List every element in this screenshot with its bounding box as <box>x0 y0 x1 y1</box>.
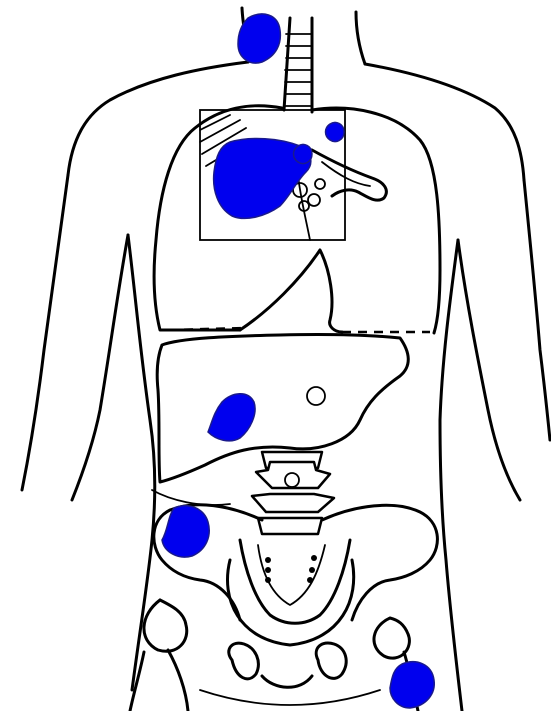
ribcage-lower-left <box>152 490 230 505</box>
right-arm-outer <box>524 180 550 440</box>
sacral-foramen <box>265 567 271 573</box>
left-arm-inner <box>72 235 128 500</box>
lesion-supraclavicular <box>238 14 280 63</box>
sacrum <box>240 540 350 623</box>
left-hip <box>144 600 187 651</box>
right-arm-inner <box>458 240 520 500</box>
lesion-aortopulmonary <box>326 122 345 141</box>
lesion-left-femoral <box>390 662 434 708</box>
right-iliac-crest <box>322 505 437 620</box>
neck-right-line <box>356 12 365 64</box>
sacral-foramen <box>309 567 315 573</box>
vertebra <box>252 494 334 512</box>
gallbladder <box>307 387 325 405</box>
trachea <box>284 18 312 112</box>
sacrum-inner <box>258 545 325 605</box>
left-femur <box>168 650 188 711</box>
sacral-foramen <box>307 577 313 583</box>
pubic-symphysis <box>262 676 312 687</box>
body-outline <box>22 8 550 711</box>
sacral-foramen <box>265 557 271 563</box>
heart-border <box>240 250 342 332</box>
right-shoulder-line <box>365 64 524 180</box>
sacral-foramen <box>311 555 317 561</box>
lesion-right-iliac <box>162 506 209 557</box>
vertebra <box>258 518 322 534</box>
left-torso-side <box>128 235 155 690</box>
lesion-hilar-satellite <box>294 144 313 163</box>
right-torso-side <box>440 240 462 711</box>
trachea-left-wall <box>284 18 290 110</box>
lesion-liver <box>208 394 255 441</box>
hilar-node <box>308 194 320 206</box>
spine <box>252 452 334 534</box>
right-bronchus <box>312 150 386 200</box>
hilar-node <box>315 179 325 189</box>
lesions <box>162 14 434 708</box>
sacral-foramen <box>265 577 271 583</box>
lungs <box>154 106 440 333</box>
left-arm-outer <box>22 175 68 490</box>
lower-pelvis-line <box>200 690 380 705</box>
left-obturator <box>229 643 259 679</box>
right-obturator <box>316 643 346 678</box>
